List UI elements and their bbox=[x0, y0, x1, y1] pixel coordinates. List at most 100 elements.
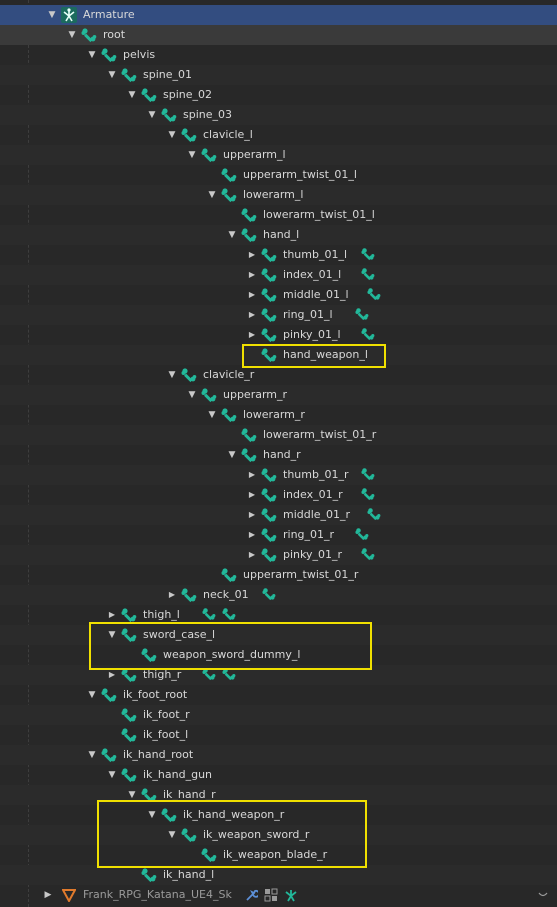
tree-row-middle-01-r[interactable]: ▶middle_01_r bbox=[0, 505, 557, 525]
collapse-arrow-icon[interactable]: ▼ bbox=[148, 810, 156, 820]
bone-label[interactable]: lowerarm_twist_01_l bbox=[263, 208, 375, 221]
bone-label[interactable]: clavicle_l bbox=[203, 128, 253, 141]
collapse-arrow-icon[interactable]: ▼ bbox=[148, 110, 156, 120]
tree-row-upperarm-l[interactable]: ▼upperarm_l bbox=[0, 145, 557, 165]
collapse-arrow-icon[interactable]: ▼ bbox=[168, 830, 176, 840]
bone-label[interactable]: index_01_r bbox=[283, 488, 343, 501]
expand-arrow-icon[interactable]: ▶ bbox=[108, 610, 116, 619]
bone-label[interactable]: spine_03 bbox=[183, 108, 233, 121]
bone-label[interactable]: thumb_01_r bbox=[283, 468, 349, 481]
tree-row-root[interactable]: ▼root bbox=[0, 25, 557, 45]
bone-label[interactable]: pinky_01_l bbox=[283, 328, 341, 341]
collapse-arrow-icon[interactable]: ▼ bbox=[228, 230, 236, 240]
bone-label[interactable]: lowerarm_l bbox=[243, 188, 304, 201]
expand-arrow-icon[interactable]: ▶ bbox=[248, 550, 256, 559]
scroll-chevron-icon[interactable] bbox=[536, 888, 550, 902]
tree-row-ik-hand-weapon-r[interactable]: ▼ik_hand_weapon_r bbox=[0, 805, 557, 825]
bone-label[interactable]: weapon_sword_dummy_l bbox=[163, 648, 301, 661]
bone-label[interactable]: hand_weapon_l bbox=[283, 348, 368, 361]
expand-arrow-icon[interactable]: ▶ bbox=[248, 490, 256, 499]
expand-arrow-icon[interactable]: ▶ bbox=[248, 310, 256, 319]
tree-row-spine-01[interactable]: ▼ spine_01 bbox=[0, 65, 557, 85]
collapse-arrow-icon[interactable]: ▼ bbox=[108, 630, 116, 640]
expand-arrow-icon[interactable]: ▶ bbox=[168, 590, 176, 599]
collapse-arrow-icon[interactable]: ▼ bbox=[188, 390, 196, 400]
collapse-arrow-icon[interactable]: ▼ bbox=[128, 790, 136, 800]
object-label[interactable]: Frank_RPG_Katana_UE4_Sk bbox=[83, 888, 232, 901]
bone-label[interactable]: middle_01_l bbox=[283, 288, 349, 301]
tree-row-ik-hand-l[interactable]: ik_hand_l bbox=[0, 865, 557, 885]
vertex-groups-icon[interactable] bbox=[264, 888, 278, 902]
bone-label[interactable]: pelvis bbox=[123, 48, 156, 61]
expand-arrow-icon[interactable]: ▶ bbox=[108, 670, 116, 679]
bone-label[interactable]: root bbox=[103, 28, 126, 41]
expand-arrow-icon[interactable]: ▶ bbox=[248, 510, 256, 519]
bone-label[interactable]: hand_r bbox=[263, 448, 301, 461]
bone-label[interactable]: upperarm_twist_01_r bbox=[243, 568, 359, 581]
bone-label[interactable]: neck_01 bbox=[203, 588, 249, 601]
bone-label[interactable]: ik_hand_root bbox=[123, 748, 194, 761]
bone-label[interactable]: clavicle_r bbox=[203, 368, 255, 381]
tree-row-ring-01-r[interactable]: ▶ring_01_r bbox=[0, 525, 557, 545]
tree-row-ik-weapon-sword-r[interactable]: ▼ ik_weapon_sword_r bbox=[0, 825, 557, 845]
tree-row-middle-01-l[interactable]: ▶middle_01_l bbox=[0, 285, 557, 305]
tree-row-Armature[interactable]: ▼Armature bbox=[0, 5, 557, 25]
bone-label[interactable]: ik_hand_r bbox=[163, 788, 216, 801]
collapse-arrow-icon[interactable]: ▼ bbox=[88, 750, 96, 760]
bone-label[interactable]: index_01_l bbox=[283, 268, 342, 281]
tree-row-spine-02[interactable]: ▼spine_02 bbox=[0, 85, 557, 105]
tree-row-thigh-r[interactable]: ▶thigh_r bbox=[0, 665, 557, 685]
bone-label[interactable]: ik_hand_gun bbox=[143, 768, 213, 781]
tree-row-ring-01-l[interactable]: ▶ ring_01_l bbox=[0, 305, 557, 325]
tree-row-clavicle-r[interactable]: ▼ clavicle_r bbox=[0, 365, 557, 385]
bone-label[interactable]: upperarm_l bbox=[223, 148, 286, 161]
tree-row-thumb-01-l[interactable]: ▶thumb_01_l bbox=[0, 245, 557, 265]
tree-row-index-01-r[interactable]: ▶ index_01_r bbox=[0, 485, 557, 505]
tree-row-hand-weapon-l[interactable]: hand_weapon_l bbox=[0, 345, 557, 365]
bone-label[interactable]: ik_foot_r bbox=[143, 708, 190, 721]
bone-label[interactable]: ik_hand_l bbox=[163, 868, 215, 881]
bone-label[interactable]: ik_weapon_blade_r bbox=[223, 848, 328, 861]
tree-row-sword-case-l[interactable]: ▼sword_case_l bbox=[0, 625, 557, 645]
bone-label[interactable]: upperarm_twist_01_l bbox=[243, 168, 357, 181]
expand-arrow-icon[interactable]: ▶ bbox=[248, 330, 256, 339]
tree-row-ik-hand-gun[interactable]: ▼ik_hand_gun bbox=[0, 765, 557, 785]
object-row-frank[interactable]: ▶ Frank_RPG_Katana_UE4_Sk bbox=[0, 885, 557, 905]
collapse-arrow-icon[interactable]: ▼ bbox=[208, 410, 216, 420]
bone-label[interactable]: ring_01_l bbox=[283, 308, 333, 321]
bone-label[interactable]: ik_weapon_sword_r bbox=[203, 828, 310, 841]
collapse-arrow-icon[interactable]: ▼ bbox=[88, 690, 96, 700]
tree-row-hand-l[interactable]: ▼ hand_l bbox=[0, 225, 557, 245]
tree-row-lowerarm-twist-01-r[interactable]: lowerarm_twist_01_r bbox=[0, 425, 557, 445]
collapse-arrow-icon[interactable]: ▼ bbox=[168, 370, 176, 380]
expand-arrow-icon[interactable]: ▶ bbox=[44, 890, 52, 900]
bone-label[interactable]: ik_foot_l bbox=[143, 728, 189, 741]
tree-row-lowerarm-twist-01-l[interactable]: lowerarm_twist_01_l bbox=[0, 205, 557, 225]
bone-label[interactable]: ik_foot_root bbox=[123, 688, 188, 701]
tree-row-lowerarm-l[interactable]: ▼ lowerarm_l bbox=[0, 185, 557, 205]
tree-row-index-01-l[interactable]: ▶ index_01_l bbox=[0, 265, 557, 285]
tree-row-ik-foot-r[interactable]: ik_foot_r bbox=[0, 705, 557, 725]
bone-label[interactable]: lowerarm_twist_01_r bbox=[263, 428, 377, 441]
collapse-arrow-icon[interactable]: ▼ bbox=[208, 190, 216, 200]
tree-row-ik-foot-root[interactable]: ▼ ik_foot_root bbox=[0, 685, 557, 705]
wrench-icon[interactable] bbox=[244, 888, 258, 902]
tree-row-upperarm-twist-01-l[interactable]: upperarm_twist_01_l bbox=[0, 165, 557, 185]
expand-arrow-icon[interactable]: ▶ bbox=[248, 470, 256, 479]
bone-label[interactable]: hand_l bbox=[263, 228, 300, 241]
tree-row-hand-r[interactable]: ▼ hand_r bbox=[0, 445, 557, 465]
collapse-arrow-icon[interactable]: ▼ bbox=[228, 450, 236, 460]
bone-label[interactable]: thumb_01_l bbox=[283, 248, 348, 261]
bone-label[interactable]: lowerarm_r bbox=[243, 408, 305, 421]
tree-row-pinky-01-l[interactable]: ▶ pinky_01_l bbox=[0, 325, 557, 345]
bone-label[interactable]: spine_02 bbox=[163, 88, 213, 101]
tree-row-upperarm-twist-01-r[interactable]: upperarm_twist_01_r bbox=[0, 565, 557, 585]
collapse-arrow-icon[interactable]: ▼ bbox=[108, 70, 116, 80]
bone-label[interactable]: thigh_l bbox=[143, 608, 180, 621]
expand-arrow-icon[interactable]: ▶ bbox=[248, 270, 256, 279]
bone-label[interactable]: Armature bbox=[83, 8, 135, 21]
tree-row-ik-weapon-blade-r[interactable]: ik_weapon_blade_r bbox=[0, 845, 557, 865]
bone-label[interactable]: spine_01 bbox=[143, 68, 193, 81]
bone-label[interactable]: ring_01_r bbox=[283, 528, 335, 541]
tree-row-pinky-01-r[interactable]: ▶pinky_01_r bbox=[0, 545, 557, 565]
